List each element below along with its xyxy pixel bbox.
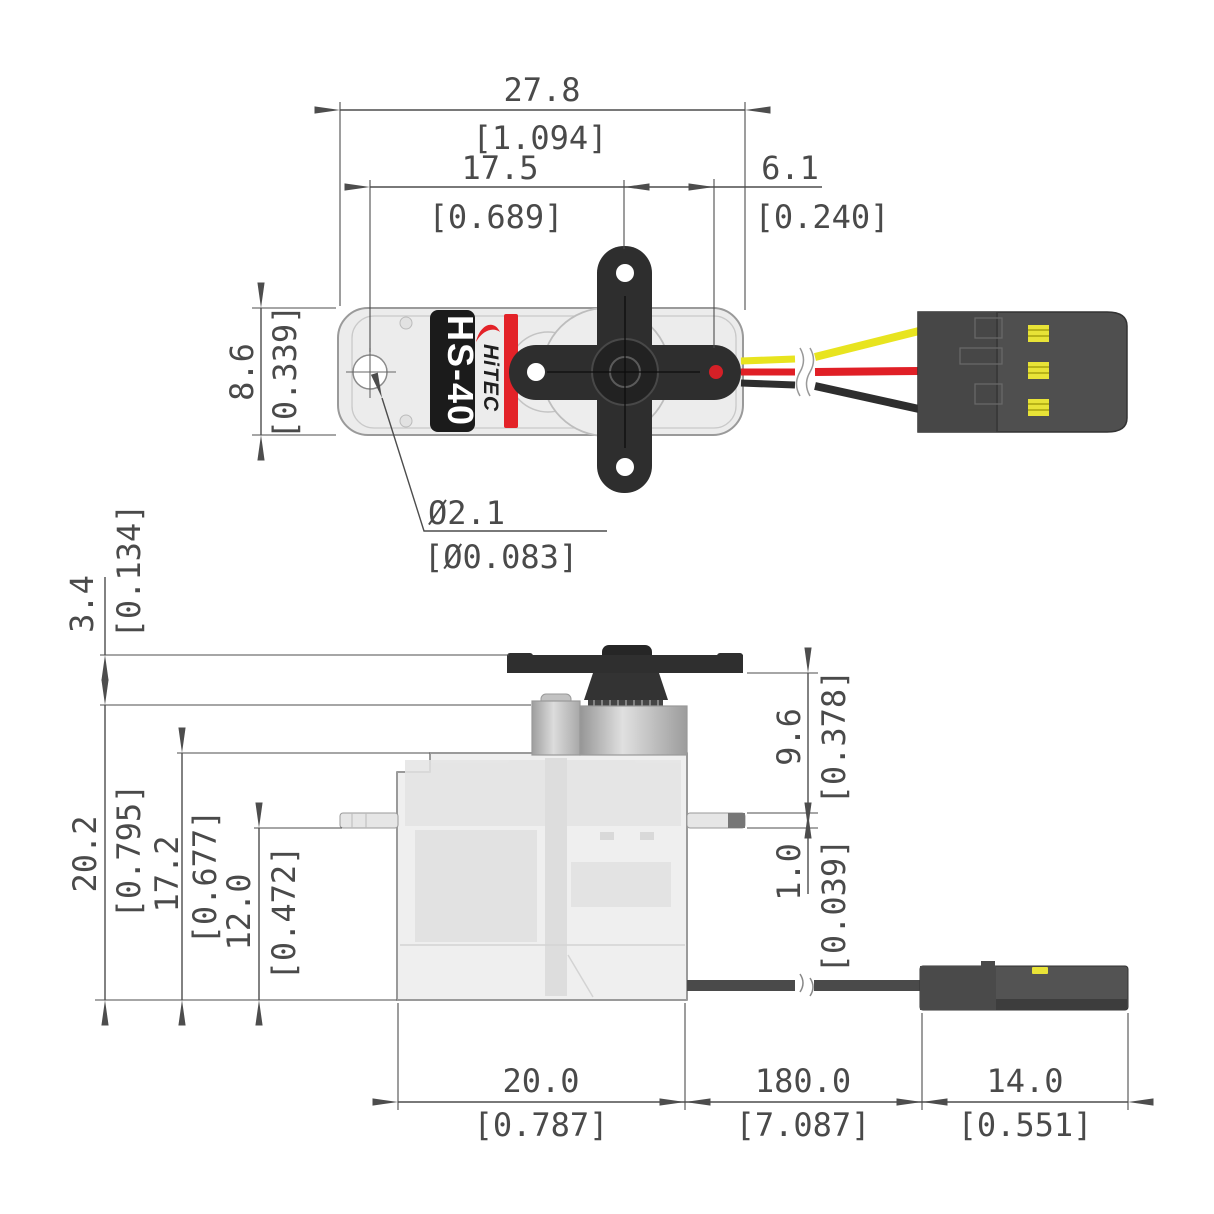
dim-text-mm: 20.2	[66, 815, 104, 892]
dim-flange-thickness: 1.0 [0.039]	[747, 802, 853, 974]
dim-text-mm: 3.4	[63, 575, 101, 633]
dim-text-in: [Ø0.083]	[424, 538, 578, 576]
side-view: 3.4 [0.134] 20.2 [0.795] 17.2 [0.677] 12…	[63, 504, 1154, 1144]
dim-text-mm: 8.6	[223, 343, 261, 401]
connector-notch	[974, 317, 1003, 339]
dim-text-mm: 9.6	[770, 708, 808, 766]
dim-text-mm: Ø2.1	[428, 494, 505, 532]
cable	[814, 980, 922, 991]
case-screw	[399, 414, 413, 428]
connector-notch	[974, 383, 1003, 405]
hitec-logo-swoosh	[476, 324, 500, 342]
cable-break-mark	[799, 973, 814, 997]
dim-bottom-chain: 20.0 [0.787] 180.0 [7.087] 14.0 [0.551]	[372, 1003, 1154, 1144]
connector-notch	[959, 347, 1003, 365]
dim-text-mm: 20.0	[502, 1062, 579, 1100]
wire-black	[814, 382, 920, 413]
dim-text-in: [0.677]	[186, 810, 224, 945]
dim-text-in: [0.039]	[815, 839, 853, 974]
product-label: HiTEC HS-40	[430, 310, 518, 432]
connector-left-block	[918, 312, 997, 432]
dim-text-in: [0.378]	[815, 670, 853, 805]
wire-yellow	[740, 355, 796, 365]
dim-text-in: [7.087]	[736, 1106, 871, 1144]
dim-text-mm: 12.0	[220, 873, 258, 950]
wire-break-mark	[805, 347, 815, 397]
dim-text-mm: 27.8	[503, 71, 580, 109]
dim-body-width: 20.0 [0.787]	[474, 1062, 609, 1144]
horn-hole-top	[616, 264, 634, 282]
wire-black	[740, 379, 796, 389]
dim-text-mm: 1.0	[770, 843, 808, 901]
dim-overall-width: 27.8 [1.094]	[314, 71, 771, 310]
dim-text-mm: 17.5	[461, 149, 538, 187]
flange-left	[339, 812, 399, 829]
connector-contact-side	[1032, 967, 1048, 974]
dim-cable-length: 180.0 [7.087]	[736, 1062, 871, 1144]
dim-text-in: [0.240]	[755, 198, 890, 236]
dim-text-in: [0.134]	[110, 504, 148, 639]
flange-right-tip	[728, 813, 745, 828]
brand-logo-text: HiTEC	[479, 344, 502, 412]
dim-text-in: [0.787]	[474, 1106, 609, 1144]
dim-spline-to-edge: 6.1 [0.240]	[624, 149, 889, 348]
case-screw	[399, 316, 413, 330]
horn-hub-side	[584, 673, 668, 700]
wire-yellow	[814, 327, 920, 361]
dim-hole-to-spline: 17.5 [0.689]	[344, 149, 650, 352]
dim-connector-length: 14.0 [0.551]	[958, 1062, 1093, 1144]
dim-text-in: [0.689]	[429, 198, 564, 236]
dim-body-depth: 8.6 [0.339]	[223, 282, 336, 461]
horn-bar	[507, 655, 743, 673]
dim-overall-height: 20.2 [0.795]	[66, 679, 531, 1026]
dim-text-mm: 14.0	[986, 1062, 1063, 1100]
dim-text-in: [0.551]	[958, 1106, 1093, 1144]
connector-top	[917, 311, 1128, 433]
cable	[687, 980, 795, 991]
wire-break-mark	[795, 347, 805, 397]
connector-side	[919, 961, 1129, 1011]
dim-text-in: [1.094]	[473, 119, 608, 157]
model-label-text: HS-40	[440, 315, 481, 427]
dim-mounting-hole-dia: Ø2.1 [Ø0.083]	[370, 372, 607, 576]
servo-horn-side	[507, 645, 743, 700]
servo-side-internals	[400, 758, 685, 998]
connector-contacts	[1028, 325, 1049, 416]
wire-exit-red-dot	[709, 365, 723, 379]
dim-bottom-to-flange: 12.0 [0.472]	[220, 802, 342, 1026]
dim-text-mm: 17.2	[148, 835, 186, 912]
horn-hole-bottom	[616, 458, 634, 476]
dim-text-mm: 6.1	[761, 149, 819, 187]
top-view: HiTEC HS-40	[223, 71, 1128, 576]
servo-wires-top	[740, 327, 920, 413]
dim-text-mm: 180.0	[755, 1062, 851, 1100]
gear-housing-cylinders	[531, 693, 688, 756]
dim-flange-to-horn: 9.6 [0.378]	[747, 647, 853, 839]
dim-body-height: 17.2 [0.677]	[148, 727, 430, 1026]
dim-text-in: [0.795]	[110, 784, 148, 919]
servo-horn-top	[509, 246, 741, 493]
dim-horn-height: 3.4 [0.134]	[63, 504, 509, 681]
horn-hole-left	[527, 363, 545, 381]
cable-side	[687, 973, 922, 997]
dim-text-in: [0.472]	[265, 846, 303, 981]
dim-text-in: [0.339]	[266, 305, 304, 440]
wire-red	[814, 367, 920, 376]
label-black-field	[430, 310, 475, 432]
mounting-flanges	[339, 812, 746, 829]
